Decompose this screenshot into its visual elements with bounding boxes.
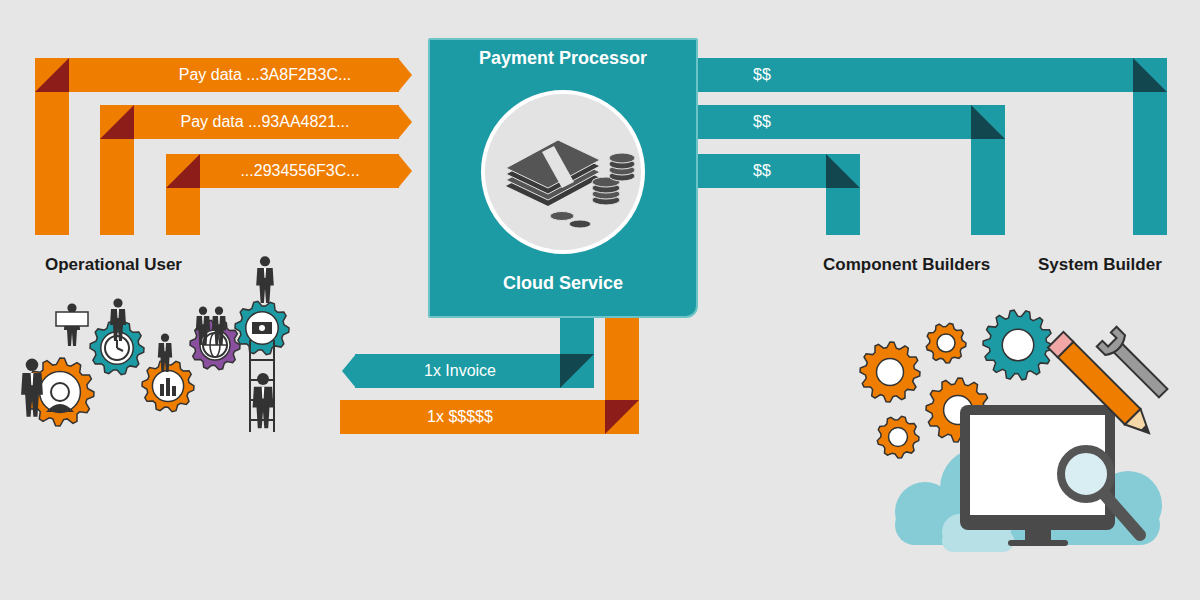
band-label: $$ [749,112,775,132]
flow-band [698,58,1167,235]
illustration-part [250,359,274,361]
illustration-part [246,312,278,344]
illustration-part [1141,425,1152,436]
band-fold [100,105,134,139]
illustration-part [942,530,1014,552]
illustration-part [1061,449,1111,499]
illustration-part [1104,494,1140,535]
illustration-part [158,334,172,372]
illustration-part [235,301,289,354]
user-group: Operational User [20,235,340,430]
illustration-part [212,307,226,345]
band-body [52,75,399,235]
band-body [698,75,1150,235]
illustration-part [960,405,1115,530]
flow-band [698,105,1005,235]
illustration-part [40,372,81,413]
band-label: 1x $$$$$ [423,407,497,427]
illustration-part [860,342,920,402]
flow-band [698,154,860,235]
flow-band [340,318,639,434]
band-fold [560,354,594,388]
illustration-part [116,340,118,348]
band-label: 1x Invoice [420,361,500,381]
illustration-part [256,256,274,303]
band-fold [35,58,69,92]
illustration-part [51,383,69,401]
cash-icon-part [550,212,574,221]
arrow-head [398,154,412,188]
illustration-part [1097,327,1129,359]
flow-band [35,58,412,235]
illustration-part [160,384,164,396]
illustration-part [1097,327,1173,403]
builder-group: Component Builders [815,235,1018,285]
illustration-part [110,298,126,341]
illustration-part [877,359,904,386]
role-label: System Builder [1038,255,1188,275]
illustration-part [1002,329,1034,361]
cash-icon-part [483,92,643,252]
band-label: ...2934556F3C... [236,161,363,181]
illustration-part [1008,540,1068,546]
builder-group: System Builder [1030,235,1188,285]
illustration-part [252,322,272,334]
arrow-head [398,105,412,139]
box-title: Cloud Service [503,273,623,294]
box-title: Payment Processor [479,48,647,69]
illustration-part [166,378,170,396]
cloud-service-box: Payment ProcessorCloud Service [428,38,698,318]
illustration-part [46,404,74,412]
illustration-part [259,325,265,331]
band-fold [826,154,860,188]
illustration-part [860,342,920,402]
illustration-part [877,416,919,458]
flow-band [342,318,594,388]
cash-icon-part [542,146,574,188]
arrow-head [398,58,412,92]
illustration-part [1125,409,1157,441]
illustration-part [235,301,289,354]
band-label: $$ [749,161,775,181]
band-body [340,318,622,417]
illustration-part [937,334,955,352]
illustration-part [117,348,123,351]
role-label: Operational User [45,255,340,275]
illustration-part [877,416,919,458]
flow-band [100,105,412,235]
cash-icon-part [569,220,591,228]
illustration-part [152,370,183,401]
band-fold [971,105,1005,139]
illustration-part [172,386,176,396]
arrow-head [342,354,356,388]
illustration-part [56,312,88,326]
band-fold [1133,58,1167,92]
cash-icon-part [506,140,600,188]
illustration-part [926,323,966,363]
band-label: $$ [749,65,775,85]
band-label: Pay data ...3A8F2B3C... [175,65,356,85]
band-fold [166,154,200,188]
illustration-part [1048,332,1073,357]
illustration-part [983,310,1053,380]
cash-icon-part [609,153,635,163]
band-label: Pay data ...93AA4821... [176,112,353,132]
illustration-part [196,307,210,345]
illustration-part [273,340,275,432]
band-body [117,122,399,235]
band-body [698,122,988,235]
band-fold [605,400,639,434]
role-label: Component Builders [823,255,1018,275]
illustration-part [253,373,274,428]
flow-band [166,154,412,235]
illustration-part [926,323,966,363]
illustration-part [889,428,908,447]
illustration-part [249,340,251,432]
illustration-part [21,359,43,417]
illustration-part [983,310,1053,380]
